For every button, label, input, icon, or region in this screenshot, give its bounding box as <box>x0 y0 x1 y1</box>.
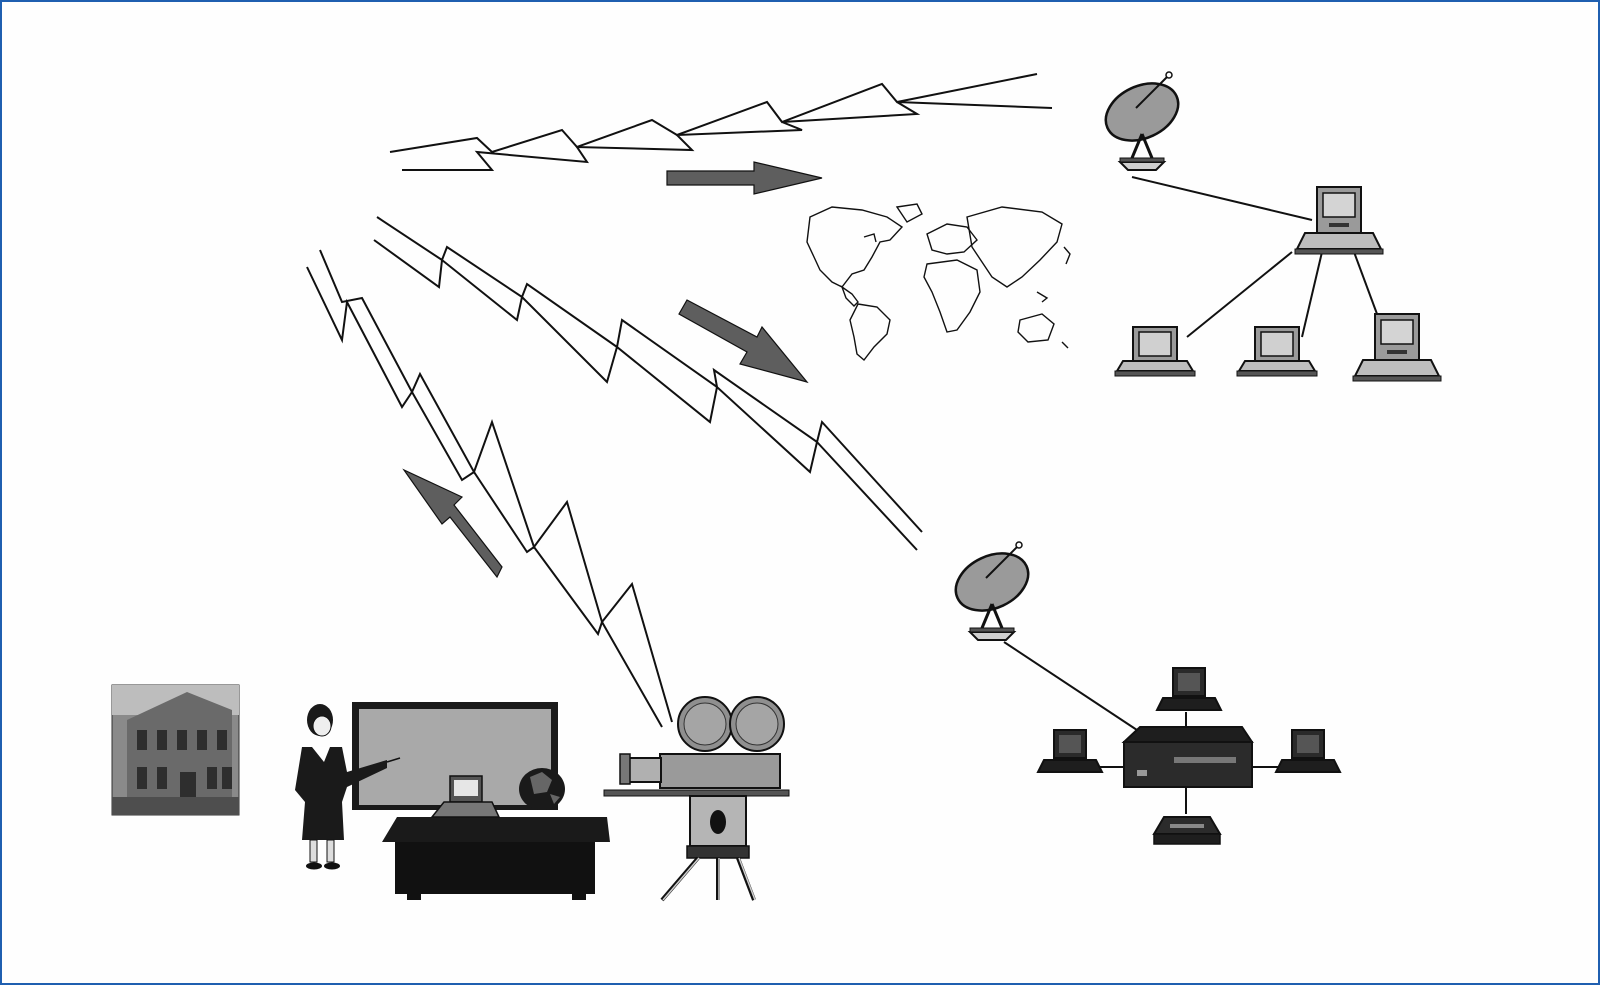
computer-terminal-icon <box>1295 187 1383 254</box>
computer-terminal-icon <box>1115 327 1195 376</box>
computer-terminal-icon <box>1038 730 1102 772</box>
computer-terminal-icon <box>1157 668 1221 710</box>
signal-lightning-left <box>307 250 672 727</box>
satellite-dish-icon <box>947 542 1038 640</box>
film-camera-icon <box>604 697 789 900</box>
direction-arrow-diagonal-down <box>679 300 807 382</box>
computer-terminal-icon <box>1237 327 1317 376</box>
direction-arrow-right <box>667 162 822 194</box>
computer-terminal-icon <box>1276 730 1340 772</box>
direction-arrow-up-left <box>404 470 502 577</box>
desk <box>382 817 610 900</box>
server-icon <box>1124 727 1252 787</box>
satellite-dish-icon <box>1097 72 1188 170</box>
computer-terminal-icon <box>1353 314 1441 381</box>
world-map <box>807 204 1070 360</box>
printer-icon <box>1154 817 1220 844</box>
globe-icon <box>519 768 565 810</box>
signal-lightning-top <box>390 74 1052 170</box>
building-photo <box>112 685 239 815</box>
